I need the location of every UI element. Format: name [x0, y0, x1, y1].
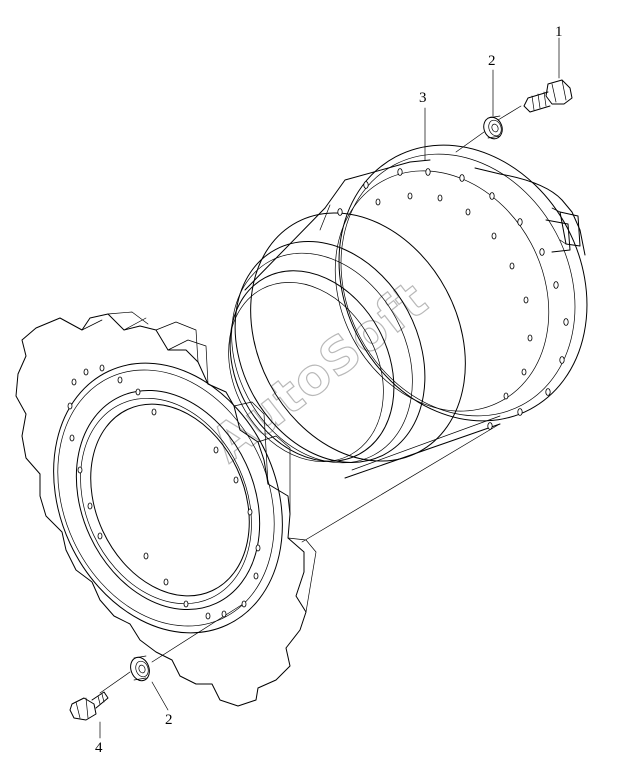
- callout-leaders: [99, 37, 560, 739]
- sprocket-bolt-holes: [67, 364, 261, 620]
- callout-4: 4: [95, 740, 103, 756]
- callout-1: 1: [555, 24, 563, 40]
- callout-2-lower: 2: [165, 712, 173, 728]
- upper-bolt: [523, 79, 573, 113]
- watermark-text: AutoSoft: [201, 270, 439, 474]
- final-drive-motor: [228, 144, 588, 479]
- sprocket: [15, 311, 317, 707]
- callout-3: 3: [419, 90, 427, 106]
- lower-washer: [130, 655, 150, 682]
- lower-bolt: [69, 691, 109, 721]
- upper-washer: [483, 115, 503, 140]
- flange-bolt-holes: [337, 168, 569, 430]
- callout-2-upper: 2: [488, 53, 496, 69]
